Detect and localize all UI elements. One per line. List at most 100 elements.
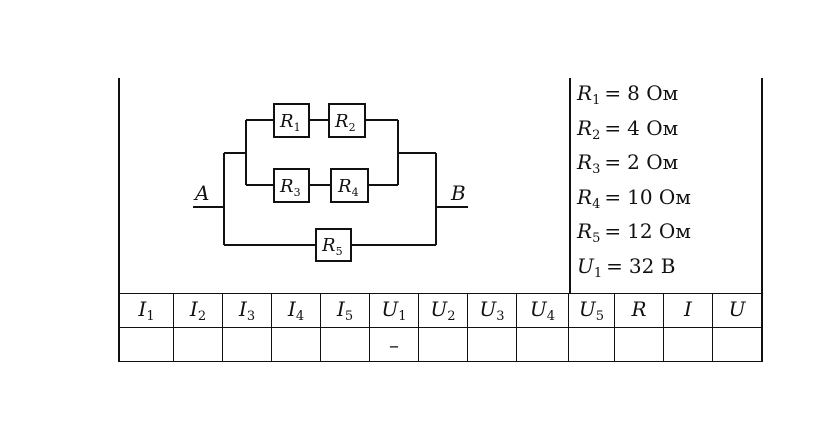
table-header-cell: U4: [516, 293, 569, 328]
table-header-cell: I: [663, 293, 713, 328]
table-value-cell[interactable]: [418, 327, 468, 362]
table-header-cell: U5: [568, 293, 615, 328]
header-symbol: I: [238, 297, 247, 321]
table-header-cell: R: [614, 293, 664, 328]
given-symbol: R: [577, 150, 593, 175]
resistor-r1-box: [273, 103, 310, 138]
given-subscript: 3: [592, 162, 601, 178]
table-value-cell[interactable]: [467, 327, 517, 362]
header-symbol: U: [529, 297, 547, 321]
resistor-r5-box: [315, 228, 352, 262]
table-header-cell: U: [712, 293, 762, 328]
given-subscript: 5: [592, 231, 601, 247]
given-symbol: R: [577, 115, 593, 140]
table-value-cell[interactable]: [614, 327, 664, 362]
table-value-row: –: [119, 327, 762, 362]
given-row: U1=32 В: [577, 253, 691, 288]
given-equals: =: [604, 81, 622, 105]
header-subscript: 3: [246, 309, 256, 324]
header-symbol: U: [728, 297, 746, 321]
given-symbol: U: [577, 253, 594, 278]
resistor-r1-label: R1: [279, 111, 301, 134]
given-equals: =: [604, 150, 622, 175]
given-value: 4 Ом: [627, 115, 679, 140]
given-row: R1=8 Ом: [577, 80, 691, 115]
given-row: R4=10 Ом: [577, 184, 691, 219]
given-row: R3=2 Ом: [577, 149, 691, 184]
given-equals: =: [604, 184, 622, 209]
resistor-r4-label: R4: [337, 176, 359, 199]
header-subscript: 1: [398, 309, 407, 324]
resistor-r3-box: [273, 168, 310, 203]
header-symbol: I: [287, 297, 296, 321]
table-header-cell: I3: [222, 293, 272, 328]
resistor-r4-box: [330, 168, 369, 203]
given-row: R5=12 Ом: [577, 218, 691, 253]
header-symbol: U: [479, 297, 497, 321]
header-symbol: I: [336, 297, 345, 321]
given-value: 2 Ом: [627, 150, 679, 175]
frame-divider: [569, 78, 571, 294]
resistor-r2-box: [328, 103, 366, 138]
given-subscript: 1: [593, 265, 603, 281]
table-header-cell: U3: [467, 293, 517, 328]
given-equals: =: [604, 115, 622, 140]
given-equals: =: [604, 219, 622, 244]
given-row: R2=4 Ом: [577, 115, 691, 150]
node-a-label: A: [193, 181, 209, 205]
header-subscript: 3: [496, 309, 505, 324]
given-value: 8 Ом: [627, 81, 679, 105]
table-header-cell: I5: [320, 293, 370, 328]
header-symbol: I: [684, 297, 692, 321]
table-value-cell[interactable]: [222, 327, 272, 362]
frame-left-border: [118, 78, 120, 362]
frame-right-border: [761, 78, 763, 362]
table-value-cell[interactable]: [568, 327, 615, 362]
table-header-cell: I2: [173, 293, 223, 328]
table-value-cell[interactable]: [271, 327, 321, 362]
table-value-cell[interactable]: [173, 327, 223, 362]
given-symbol: R: [577, 219, 593, 244]
table-header-cell: U2: [418, 293, 468, 328]
table-value-cell[interactable]: –: [369, 327, 419, 362]
table-value-cell[interactable]: [320, 327, 370, 362]
table-value-cell[interactable]: [516, 327, 569, 362]
header-symbol: I: [138, 297, 147, 321]
header-symbol: U: [381, 297, 399, 321]
header-symbol: R: [631, 297, 647, 321]
given-value: 12 Ом: [627, 219, 691, 244]
table-header-cell: I4: [271, 293, 321, 328]
given-equals: =: [606, 253, 623, 278]
given-subscript: 1: [592, 93, 601, 108]
given-subscript: 2: [592, 127, 601, 143]
circuit-wires: [193, 119, 468, 246]
header-subscript: 4: [546, 309, 556, 324]
header-symbol: U: [578, 297, 596, 321]
node-b-label: B: [450, 181, 466, 205]
header-subscript: 4: [295, 309, 305, 324]
header-subscript: 2: [197, 309, 207, 324]
header-symbol: U: [430, 297, 448, 321]
resistor-r2-label: R2: [334, 111, 356, 134]
table-value-cell[interactable]: [712, 327, 762, 362]
table-value-cell[interactable]: [663, 327, 713, 362]
header-subscript: 1: [146, 309, 155, 324]
header-subscript: 2: [447, 309, 456, 324]
header-symbol: I: [189, 297, 198, 321]
given-symbol: R: [577, 184, 593, 209]
table-header-cell: I1: [119, 293, 174, 328]
table-value-cell[interactable]: [119, 327, 174, 362]
given-value: 32 В: [628, 253, 676, 278]
resistor-r5-label: R5: [321, 235, 343, 258]
given-subscript: 4: [592, 196, 601, 212]
header-subscript: 5: [344, 309, 354, 324]
header-subscript: 5: [595, 309, 605, 324]
given-value: 10 Ом: [627, 184, 691, 209]
table-header-cell: U1: [369, 293, 419, 328]
resistor-r3-label: R3: [279, 176, 301, 199]
